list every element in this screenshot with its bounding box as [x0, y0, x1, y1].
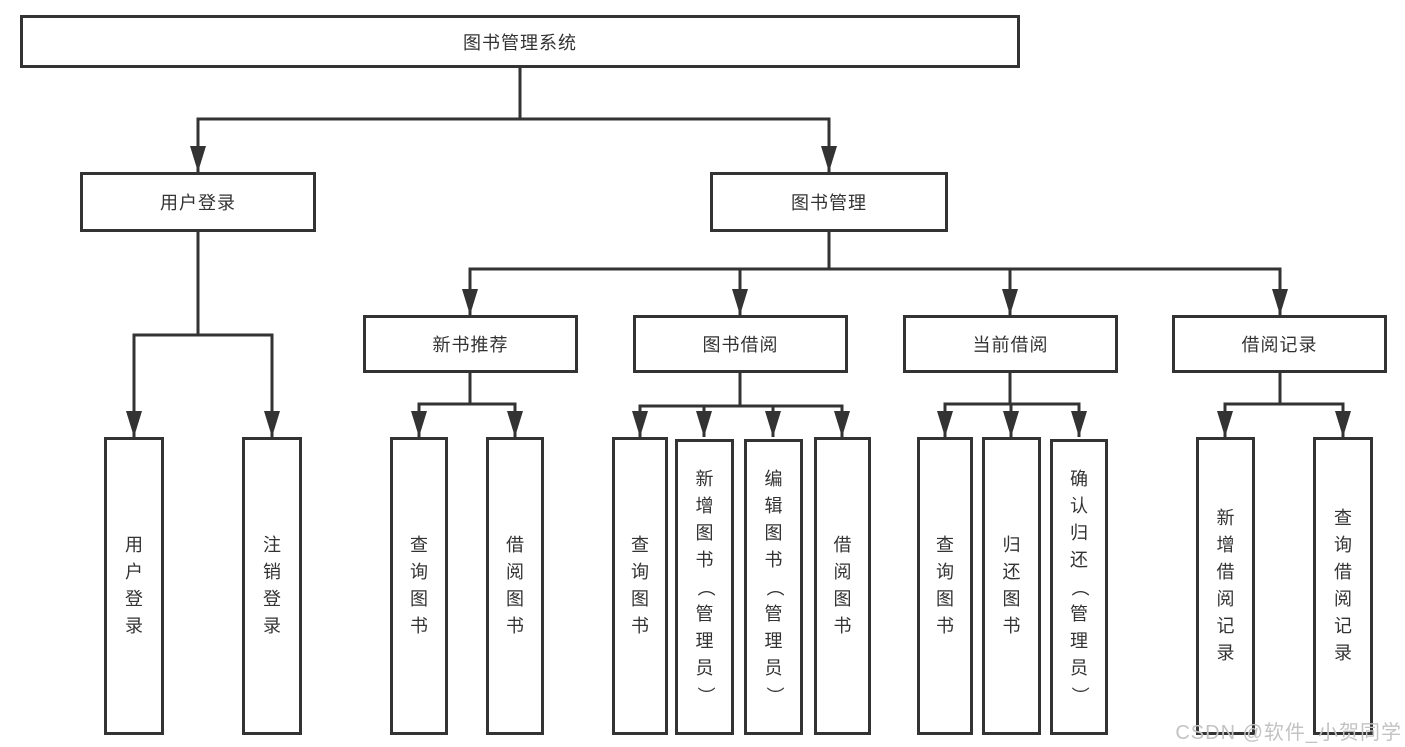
leaf-query-books-borrow: 查询图书 — [612, 437, 668, 735]
leaf-user-login: 用户登录 — [104, 437, 164, 735]
leaf-add-borrow-record: 新增借阅记录 — [1196, 437, 1255, 735]
node-new-book-recommend: 新书推荐 — [363, 315, 578, 373]
watermark-text: CSDN @软件_小贺同学 — [1175, 722, 1402, 744]
branch-user-login: 用户登录 — [80, 172, 316, 232]
node-borrow-record: 借阅记录 — [1172, 315, 1387, 373]
root-node-library-system: 图书管理系统 — [20, 15, 1020, 68]
leaf-return-books: 归还图书 — [982, 437, 1041, 735]
leaf-query-borrow-record: 查询借阅记录 — [1313, 437, 1373, 735]
branch-book-management: 图书管理 — [710, 172, 948, 232]
leaf-query-books-current: 查询图书 — [917, 437, 973, 735]
node-current-borrow: 当前借阅 — [903, 315, 1118, 373]
leaf-confirm-return-admin: 确认归还（管理员） — [1050, 439, 1108, 735]
leaf-borrow-books-recommend: 借阅图书 — [486, 437, 544, 735]
leaf-query-books-recommend: 查询图书 — [390, 437, 448, 735]
leaf-logout: 注销登录 — [242, 437, 302, 735]
node-book-borrow: 图书借阅 — [633, 315, 848, 373]
leaf-edit-books-admin: 编辑图书（管理员） — [744, 439, 803, 735]
leaf-borrow-books: 借阅图书 — [814, 437, 871, 735]
leaf-add-books-admin: 新增图书（管理员） — [675, 439, 734, 735]
